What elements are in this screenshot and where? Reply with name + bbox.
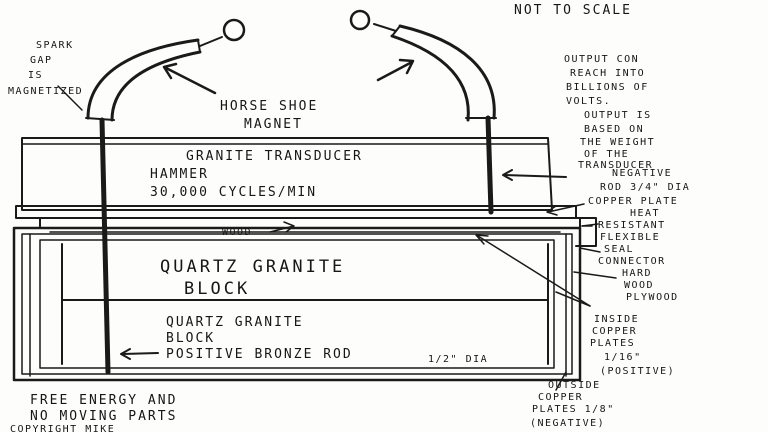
labels: NOT TO SCALE SPARK GAP IS MAGNETIZED HOR… bbox=[8, 3, 690, 432]
inside-copper-plate bbox=[39, 239, 555, 369]
arrow-seal bbox=[581, 223, 599, 227]
positive-rod-line-2: 1/2" DIA bbox=[428, 354, 488, 365]
magnet-right-arm-outer bbox=[390, 34, 470, 122]
inside-copper-line-5: (POSITIVE) bbox=[600, 366, 675, 377]
transducer-line-1: GRANITE TRANSDUCER bbox=[186, 149, 363, 164]
spark-gap-line-3: IS bbox=[28, 70, 43, 81]
output-based-line-1: OUTPUT IS bbox=[584, 110, 652, 121]
heat-seal-line-4: SEAL bbox=[604, 244, 634, 255]
arrowhead-horseshoe-right bbox=[398, 58, 415, 75]
horseshoe-magnet bbox=[85, 9, 497, 122]
outside-copper-line-1: OUTSIDE bbox=[548, 380, 601, 391]
block2-line-2: BLOCK bbox=[166, 331, 215, 346]
positive-rod-line-1: POSITIVE BRONZE ROD bbox=[166, 347, 353, 362]
block1-line-2: BLOCK bbox=[184, 279, 250, 299]
arrow-connector bbox=[579, 247, 601, 253]
copyright-label: COPYRIGHT MIKE bbox=[10, 424, 115, 432]
transducer-block bbox=[21, 137, 553, 211]
inside-copper-line-1: INSIDE bbox=[594, 314, 639, 325]
arrowhead-copper-plate bbox=[546, 205, 558, 216]
arrowhead-positive-rod bbox=[120, 348, 131, 360]
negative-rod-line-2: ROD 3/4" DIA bbox=[600, 182, 690, 193]
magnet-right-arm-inner bbox=[398, 24, 496, 120]
outside-copper-box bbox=[12, 226, 582, 382]
hardwood-line-1: HARD bbox=[622, 268, 652, 279]
output-reach-line-4: VOLTS. bbox=[566, 96, 611, 107]
arrow-hardwood bbox=[573, 271, 617, 279]
horse-shoe-line-2: MAGNET bbox=[244, 117, 303, 132]
connector-bracket bbox=[575, 217, 597, 247]
free-energy-line-2: NO MOVING PARTS bbox=[30, 409, 177, 424]
inside-copper-line-4: 1/16" bbox=[604, 352, 642, 363]
arrow-inside-copper-1 bbox=[477, 235, 591, 307]
not-to-scale-label: NOT TO SCALE bbox=[514, 3, 632, 18]
leader-arrows bbox=[57, 85, 617, 391]
inside-copper-line-2: COPPER bbox=[592, 326, 637, 337]
transducer-line-3: 30,000 CYCLES/MIN bbox=[150, 185, 317, 200]
arrow-horseshoe-right bbox=[376, 60, 414, 82]
horse-shoe-line-1: HORSE SHOE bbox=[220, 99, 318, 114]
outside-copper-line-3: PLATES 1/8" bbox=[532, 404, 615, 415]
negative-rod-line-1: NEGATIVE bbox=[612, 168, 672, 179]
output-based-line-3: THE WEIGHT bbox=[580, 137, 655, 148]
hardwood-line-3: PLYWOOD bbox=[626, 292, 679, 303]
free-energy-line-1: FREE ENERGY AND bbox=[30, 393, 177, 408]
output-reach-line-2: REACH INTO bbox=[570, 68, 645, 79]
outside-copper-line-2: COPPER bbox=[538, 392, 583, 403]
granite-box bbox=[12, 226, 582, 382]
arrow-positive-rod bbox=[121, 352, 159, 355]
positive-bronze-rod bbox=[99, 117, 111, 375]
spark-electrode-right bbox=[373, 23, 397, 32]
negative-rod bbox=[485, 115, 494, 215]
heat-seal-line-3: FLEXIBLE bbox=[600, 232, 660, 243]
hardwood-line-2: WOOD bbox=[624, 280, 654, 291]
spark-gap-line-2: GAP bbox=[30, 55, 53, 66]
spark-gap-line-4: MAGNETIZED bbox=[8, 86, 83, 97]
block2-line-1: QUARTZ GRANITE bbox=[166, 315, 304, 330]
magnet-left-arm-inner bbox=[110, 50, 202, 122]
transducer-line-2: HAMMER bbox=[150, 167, 209, 182]
hardwood-plywood-liner bbox=[21, 233, 573, 375]
arrowhead-inside-copper-1 bbox=[475, 234, 489, 245]
copper-plate-label: COPPER PLATE bbox=[588, 196, 678, 207]
magnet-left-arm-outer bbox=[86, 38, 200, 120]
arrowhead-horseshoe-left bbox=[162, 62, 178, 80]
heat-resistant-seal bbox=[39, 217, 581, 229]
output-based-line-5: TRANSDUCER bbox=[578, 160, 653, 171]
wood-label: WOOD bbox=[222, 227, 252, 238]
arrow-negative-rod bbox=[503, 174, 567, 178]
arrow-spark-gap bbox=[57, 85, 83, 111]
output-reach-line-1: OUTPUT CON bbox=[564, 54, 639, 65]
output-based-line-4: OF THE bbox=[584, 149, 629, 160]
connector-label: CONNECTOR bbox=[598, 256, 666, 267]
arrow-horseshoe-left bbox=[164, 66, 217, 95]
arrowhead-negative-rod bbox=[502, 169, 513, 181]
spark-gap-line-1: SPARK bbox=[36, 40, 74, 51]
arrow-inside-copper-2 bbox=[555, 291, 591, 307]
arrow-copper-plate bbox=[547, 203, 585, 213]
rods bbox=[99, 115, 494, 375]
inside-copper-line-3: PLATES bbox=[590, 338, 635, 349]
heat-seal-line-1: HEAT bbox=[630, 208, 660, 219]
arrow-outside-copper bbox=[555, 371, 567, 391]
output-reach-line-3: BILLIONS OF bbox=[566, 82, 649, 93]
block1-line-1: QUARTZ GRANITE bbox=[160, 257, 345, 277]
granite-transducer bbox=[21, 137, 553, 211]
output-based-line-2: BASED ON bbox=[584, 124, 644, 135]
outside-copper-line-4: (NEGATIVE) bbox=[530, 418, 605, 429]
heat-seal-line-2: RESISTANT bbox=[598, 220, 666, 231]
spark-ball-left bbox=[222, 18, 246, 42]
spark-electrode-left bbox=[199, 36, 223, 47]
arrow-wood bbox=[269, 221, 295, 233]
spark-ball-right bbox=[349, 9, 371, 31]
